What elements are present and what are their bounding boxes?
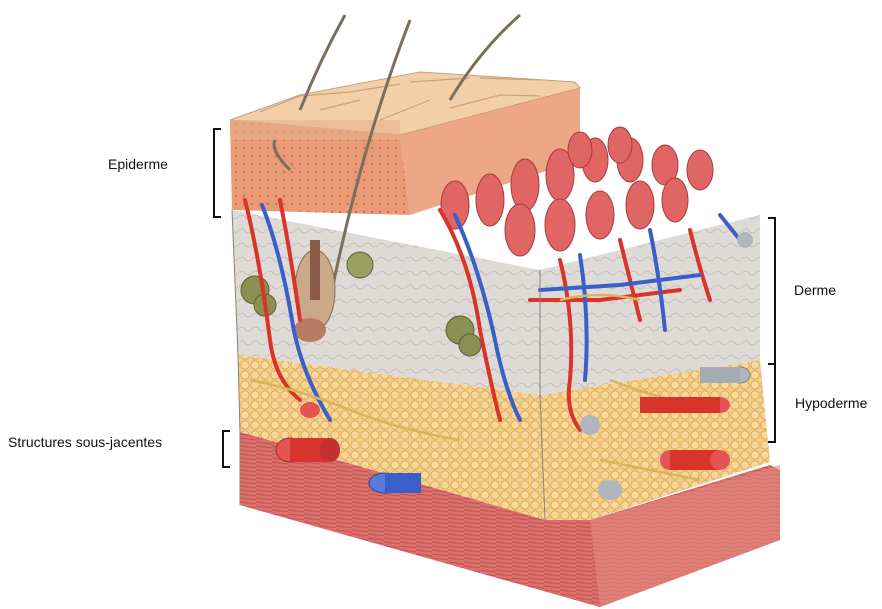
epiderme-bracket [213, 128, 221, 218]
derme-label: Derme [794, 282, 836, 298]
structures-bracket [222, 430, 230, 468]
derme-bracket [768, 217, 776, 365]
hypoderme-bracket [768, 363, 776, 443]
structures-sous-jacentes-label: Structures sous-jacentes [8, 434, 162, 450]
epiderme-label: Epiderme [108, 156, 168, 172]
hypoderme-label: Hypoderme [795, 395, 867, 411]
